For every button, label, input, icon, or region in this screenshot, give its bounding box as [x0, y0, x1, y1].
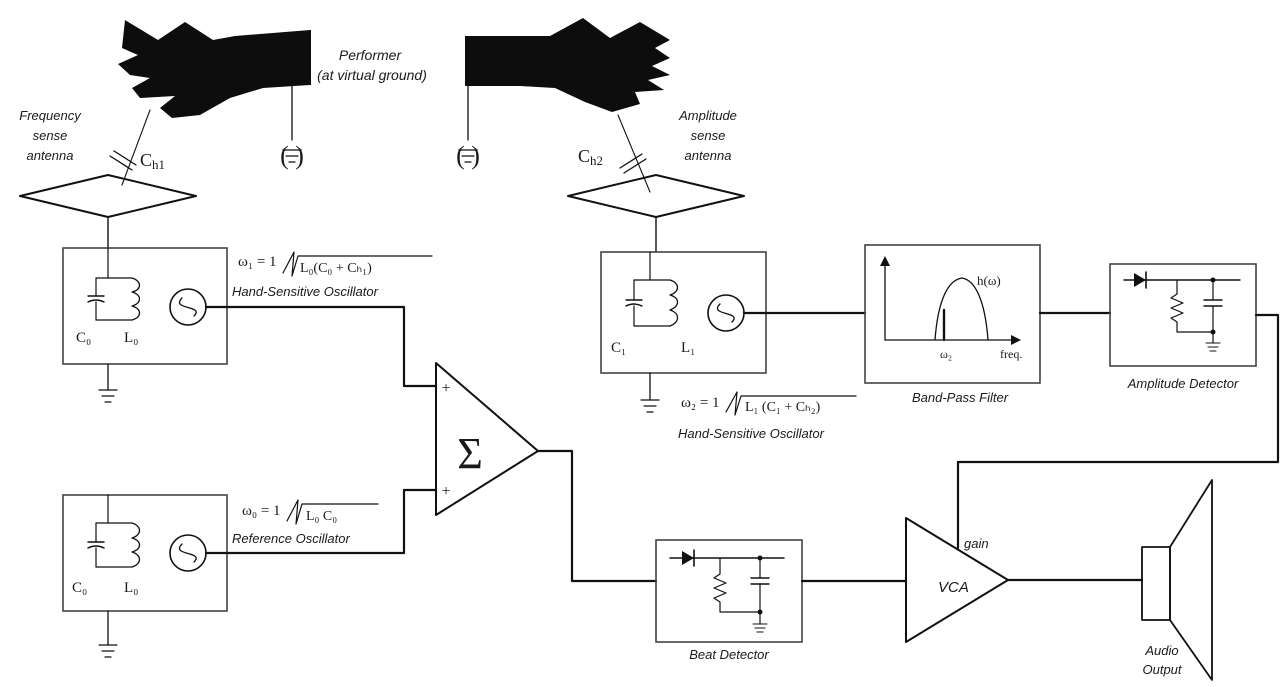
svg-text:ω₁ = 1: ω₁ = 1	[238, 254, 277, 270]
svg-text:ω₂ = 1: ω₂ = 1	[681, 395, 720, 411]
amplitude-antenna-label-2: sense	[691, 128, 726, 143]
amplitude-detector-label: Amplitude Detector	[1127, 376, 1239, 391]
bpf-curve-label: h(ω)	[977, 273, 1001, 288]
cap-ch2-label: Ch2	[578, 146, 603, 168]
osc2-formula: ω₂ = 1 L₁ (C₁ + Cₕ₂)	[681, 391, 857, 416]
sigma-symbol: Σ	[457, 429, 483, 478]
osc1-formula: ω₁ = 1 L₀(C₀ + Cₕ₁)	[238, 251, 433, 277]
band-pass-filter	[864, 244, 1041, 384]
audio-output-label-2: Output	[1142, 662, 1182, 677]
svg-text:L₀ C₀: L₀ C₀	[306, 509, 337, 524]
amplitude-antenna-label-1: Amplitude	[678, 108, 737, 123]
speaker-icon	[1141, 479, 1213, 681]
amplitude-antenna-label-3: antenna	[685, 148, 732, 163]
frequency-antenna-label-2: sense	[33, 128, 68, 143]
hand-sensitive-oscillator-2	[600, 251, 767, 413]
amplitude-antenna	[567, 114, 745, 253]
plus-top: +	[441, 380, 450, 397]
ref-c-label: C₀	[72, 580, 87, 596]
osc1-label: Hand-Sensitive Oscillator	[232, 284, 379, 299]
performer-title: Performer	[339, 47, 403, 63]
svg-text:L₀(C₀ + Cₕ₁): L₀(C₀ + Cₕ₁)	[300, 261, 372, 276]
performer-subtitle: (at virtual ground)	[317, 67, 427, 83]
frequency-antenna-label-3: antenna	[27, 148, 74, 163]
vca	[905, 517, 1009, 643]
amplitude-detector	[1109, 263, 1257, 367]
beat-detector	[655, 539, 803, 643]
bpf-freq-label: freq.	[1000, 347, 1022, 361]
summing-mixer: Σ + +	[435, 362, 539, 516]
virtual-ground-right: ( )	[456, 141, 480, 170]
osc1-l-label: L₀	[124, 330, 138, 346]
osc2-c-label: C₁	[611, 340, 626, 356]
right-hand-icon	[465, 18, 670, 141]
plus-bottom: +	[441, 483, 450, 500]
svg-text:ω₀ = 1: ω₀ = 1	[242, 503, 281, 519]
hand-sensitive-oscillator-1	[62, 247, 228, 403]
beat-detector-label: Beat Detector	[689, 647, 769, 662]
cap-ch1-label: Ch1	[140, 150, 165, 172]
vca-label: VCA	[938, 579, 969, 596]
svg-text:L₁ (C₁ + Cₕ₂): L₁ (C₁ + Cₕ₂)	[745, 400, 821, 415]
osc2-label: Hand-Sensitive Oscillator	[678, 426, 825, 441]
virtual-ground-left: ( )	[280, 141, 304, 170]
osc2-l-label: L₁	[681, 340, 695, 356]
vca-gain-label: gain	[964, 536, 989, 551]
frequency-antenna	[19, 109, 197, 249]
ref-formula: ω₀ = 1 L₀ C₀	[242, 499, 379, 525]
osc1-c-label: C₀	[76, 330, 91, 346]
left-hand-icon	[118, 20, 311, 141]
frequency-antenna-label-1: Frequency	[19, 108, 82, 123]
audio-output-label-1: Audio	[1144, 643, 1178, 658]
bpf-label: Band-Pass Filter	[912, 390, 1009, 405]
reference-oscillator	[62, 494, 228, 658]
ref-osc-label: Reference Oscillator	[232, 531, 350, 546]
bpf-center-label: ω₂	[940, 347, 952, 361]
ref-l-label: L₀	[124, 580, 138, 596]
